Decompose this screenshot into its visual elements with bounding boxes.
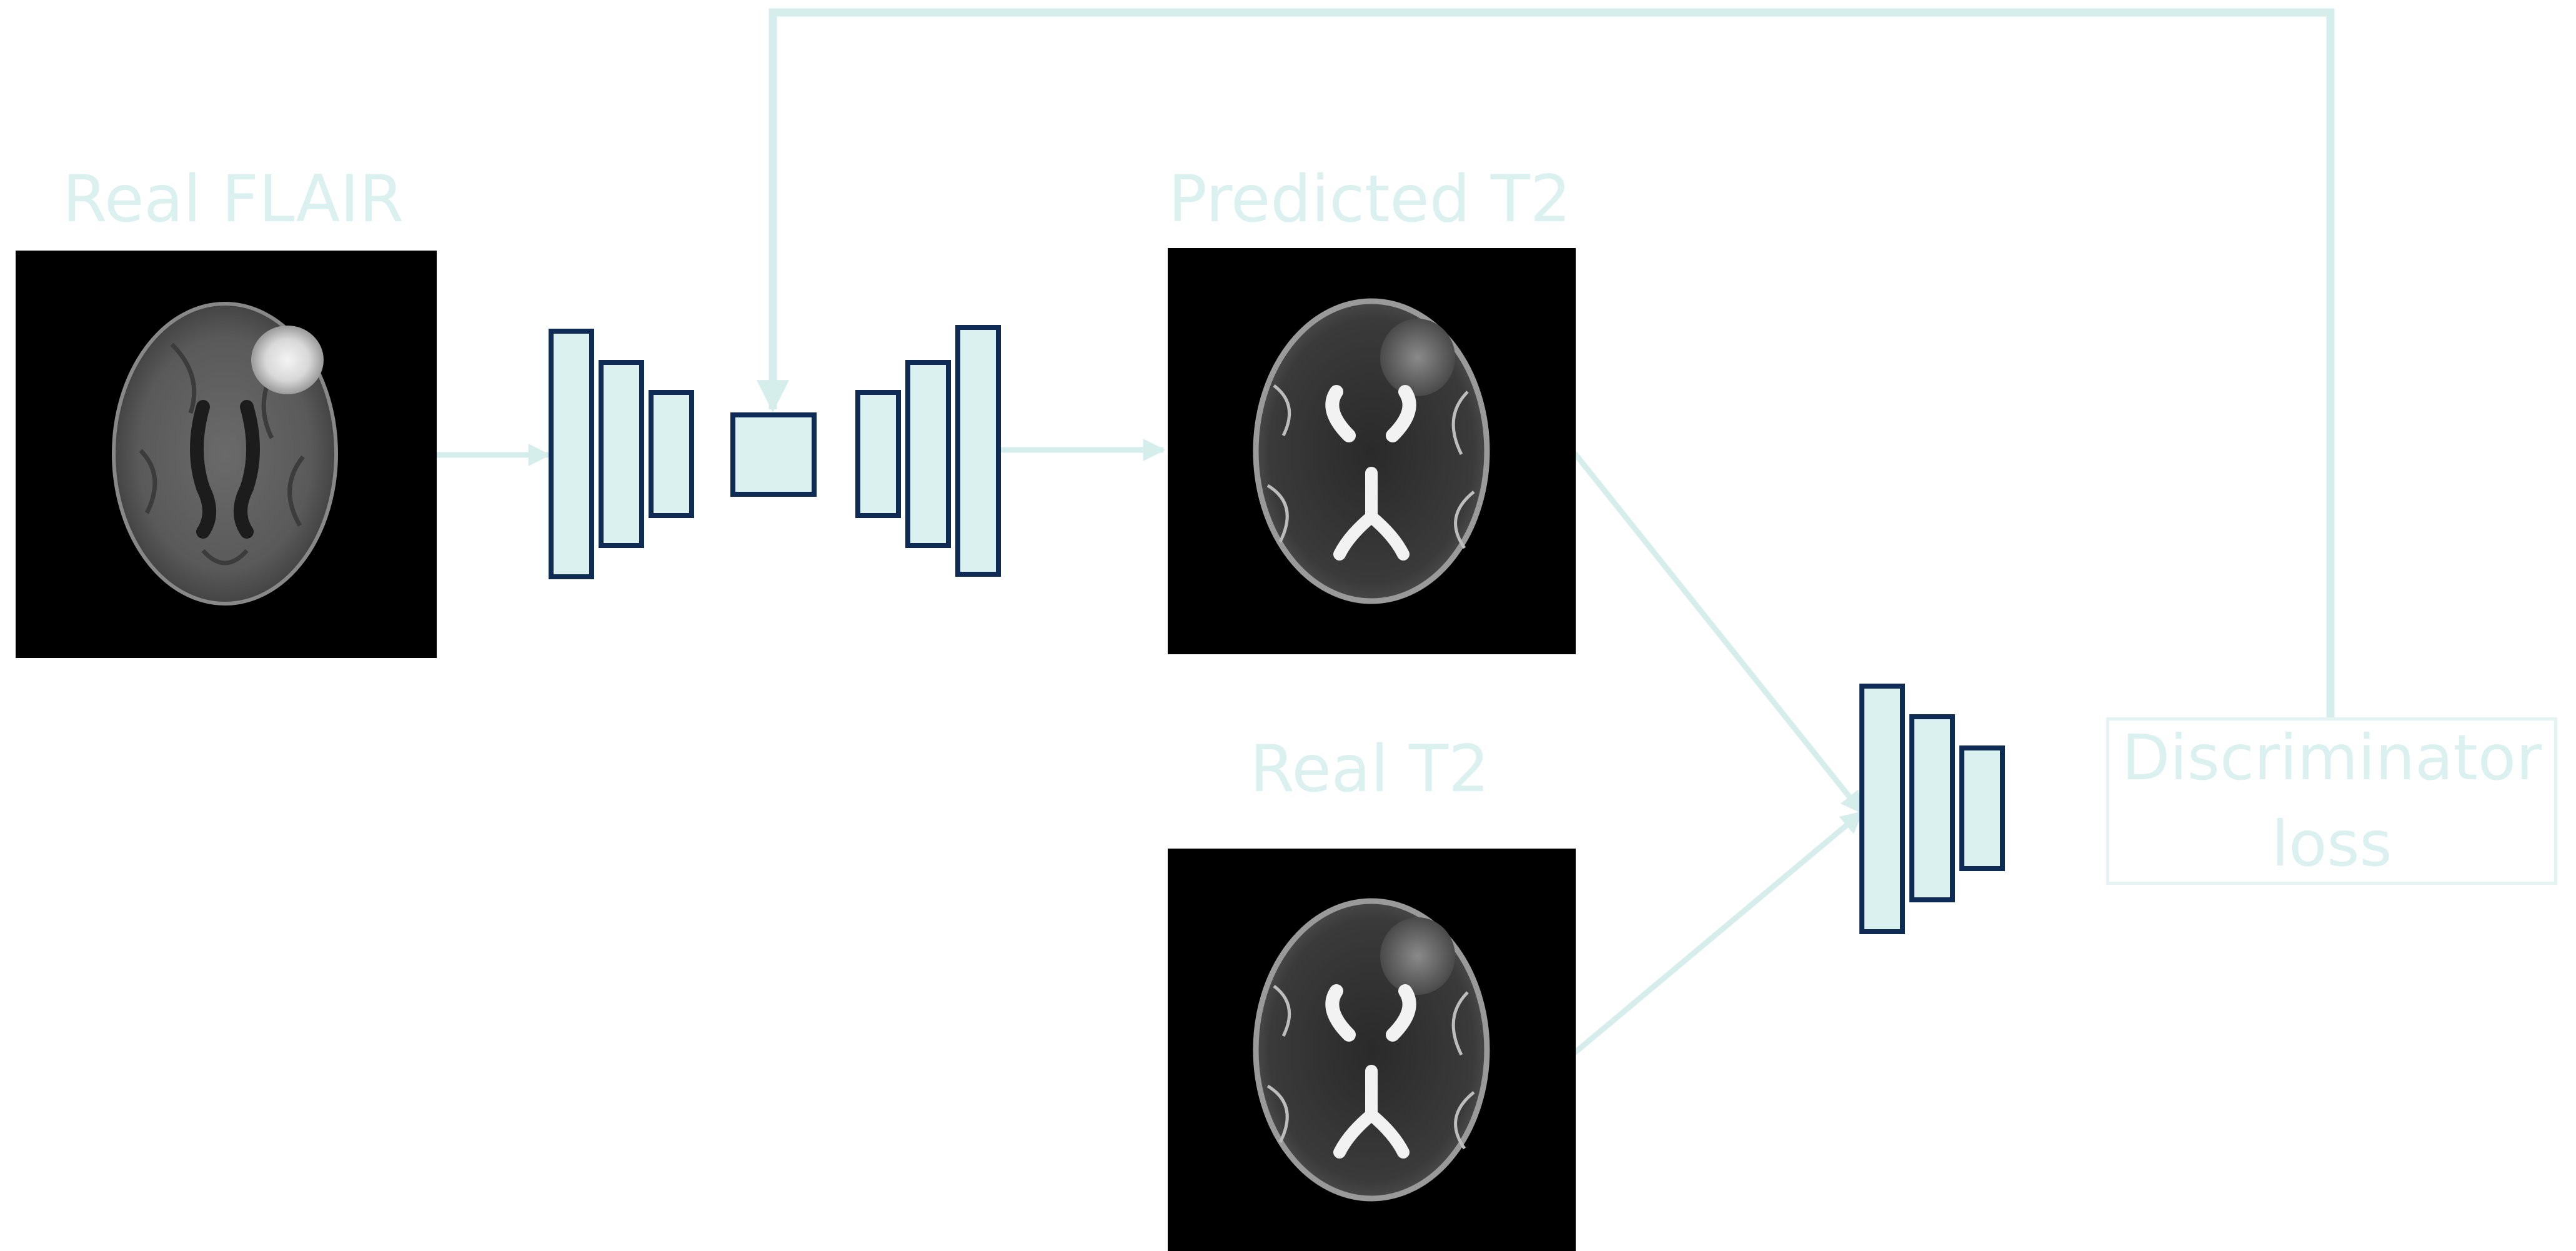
label-predicted-t2: Predicted T2 <box>1168 162 1571 237</box>
encoder-block-3 <box>649 390 694 518</box>
discriminator-block-3 <box>1959 745 2005 871</box>
encoder-block-2 <box>599 360 644 548</box>
real-t2-image <box>1168 849 1576 1251</box>
discriminator-block-1 <box>1859 684 1905 934</box>
discriminator-network <box>1859 684 2005 934</box>
generator-network <box>549 325 1001 579</box>
predicted-t2-image <box>1168 248 1576 654</box>
discriminator-loss-box: Discriminator loss <box>2106 717 2557 885</box>
discriminator-block-2 <box>1909 714 1955 902</box>
decoder-block-2 <box>905 360 951 548</box>
real-flair-image <box>16 251 437 658</box>
loss-box-line-1: Discriminator <box>2121 721 2542 794</box>
bottleneck-block <box>730 412 817 497</box>
label-real-flair: Real FLAIR <box>62 162 404 237</box>
decoder-block-1 <box>855 390 901 518</box>
encoder-block-1 <box>549 329 594 579</box>
feedback-loop-arrow <box>757 8 2335 717</box>
label-real-t2: Real T2 <box>1250 732 1489 807</box>
arrow-predicted-to-discriminator <box>1572 451 1864 814</box>
decoder-block-3 <box>955 325 1001 577</box>
arrow-real-to-discriminator <box>1573 810 1864 1055</box>
loss-box-line-2: loss <box>2271 807 2392 880</box>
